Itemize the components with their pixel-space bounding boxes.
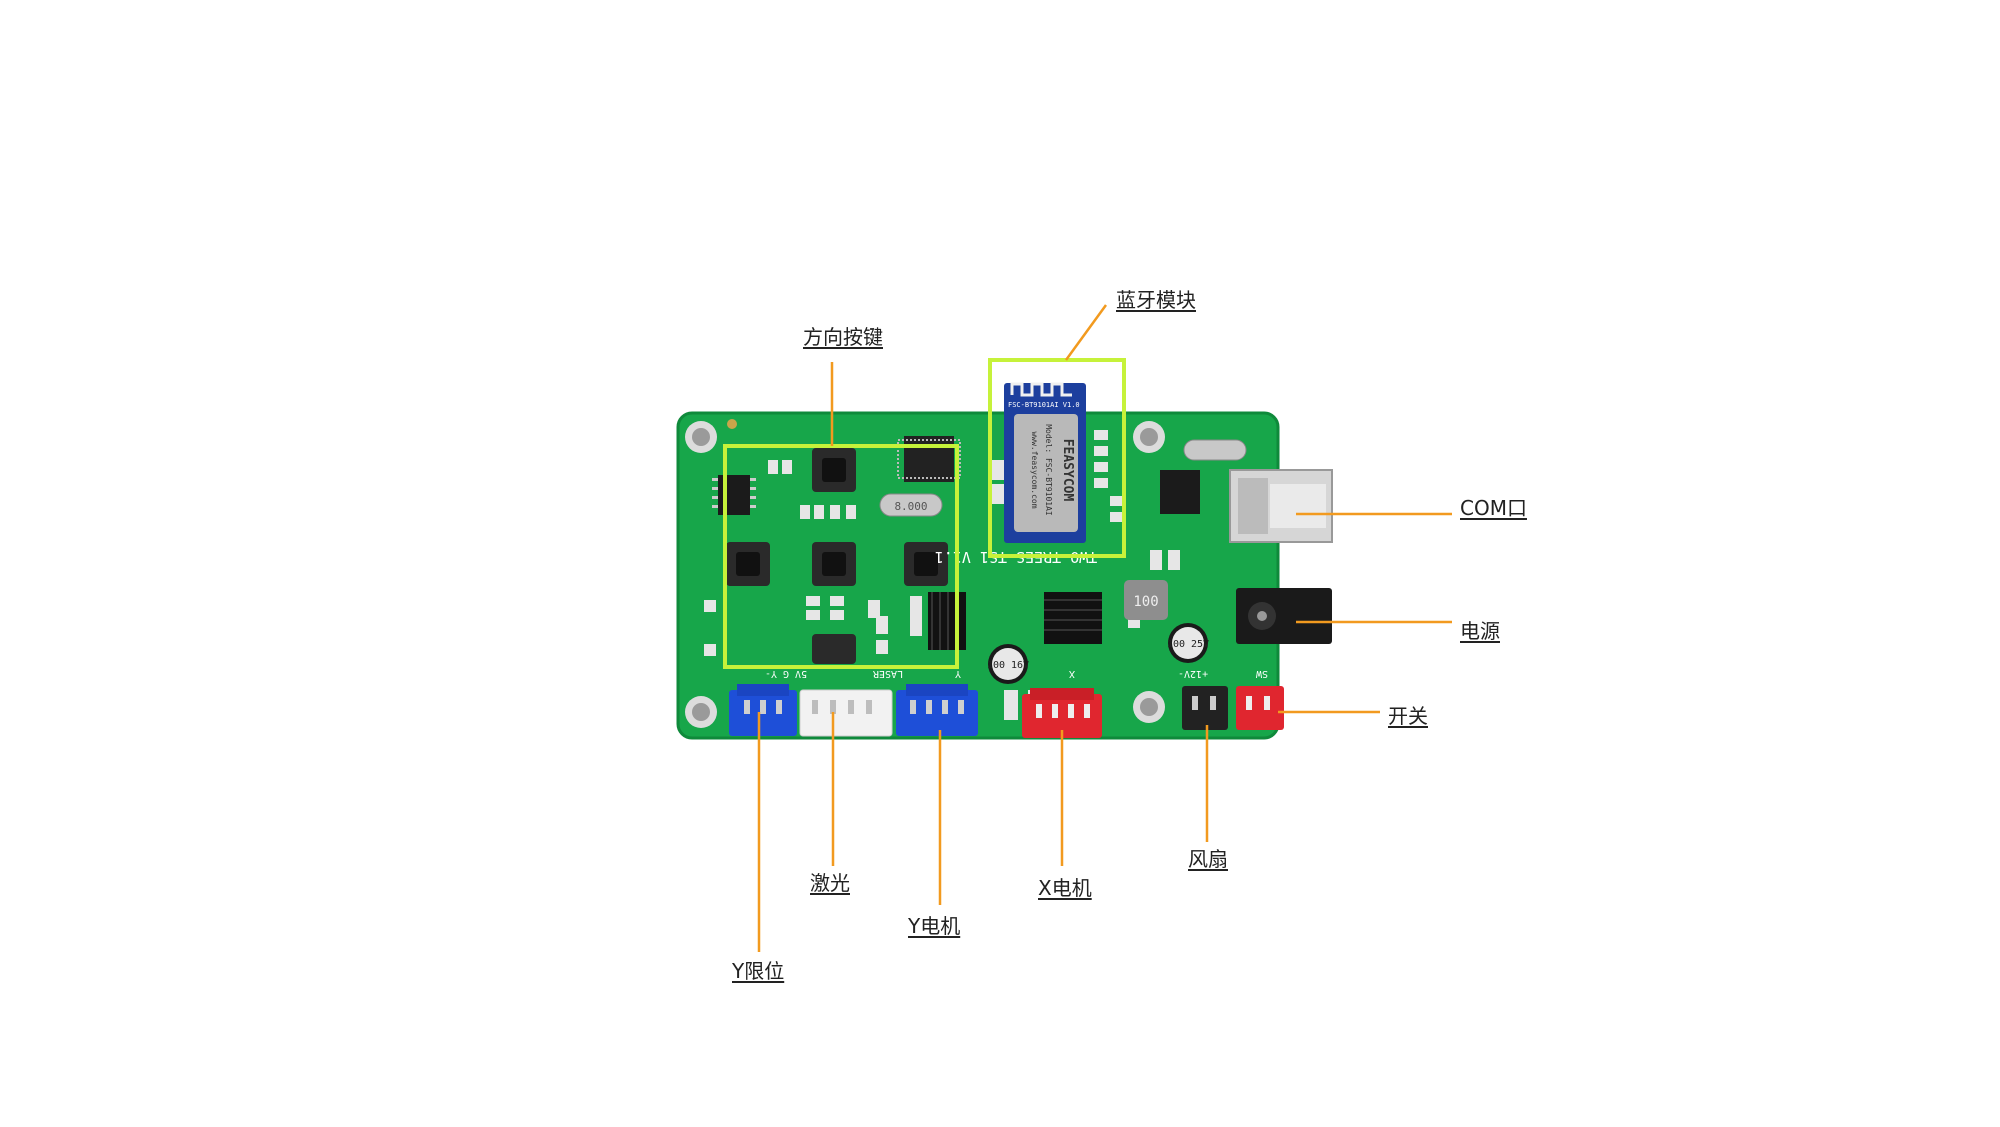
pin-label-x: X bbox=[1069, 668, 1075, 679]
right-chip bbox=[1160, 470, 1200, 514]
usb-com-port bbox=[1229, 469, 1333, 543]
pin-label-5vgy: 5V G Y- bbox=[765, 668, 807, 679]
left-chip bbox=[712, 475, 756, 515]
connector-laser bbox=[799, 689, 893, 737]
direction-buttons bbox=[726, 448, 948, 664]
pin-label-sw: SW bbox=[1255, 668, 1268, 679]
label-com-port: COM口 bbox=[1460, 496, 1527, 520]
mounting-holes bbox=[685, 419, 1165, 728]
inductor: 100 bbox=[1124, 580, 1168, 620]
connector-switch bbox=[1236, 686, 1284, 730]
connector-x-motor bbox=[1022, 688, 1102, 738]
pin-label-12v: +12V- bbox=[1178, 668, 1208, 679]
label-x-motor: X电机 bbox=[1038, 876, 1092, 900]
pin-label-y: Y bbox=[955, 668, 961, 679]
crystal: 8.000 bbox=[879, 493, 943, 517]
crystal-2 bbox=[1183, 439, 1247, 461]
highlight-box-bluetooth bbox=[988, 358, 1126, 558]
module-site: www.feasycom.com bbox=[1030, 431, 1039, 508]
highlight-box-direction bbox=[723, 444, 959, 669]
module-header: FSC-BT9101AI V1.0 bbox=[1008, 401, 1080, 409]
label-y-limit: Y限位 bbox=[732, 959, 785, 983]
electrolytic-caps: 100 16V 100 25V bbox=[987, 623, 1209, 684]
label-y-motor: Y电机 bbox=[908, 914, 961, 938]
inductor-text: 100 bbox=[1133, 594, 1158, 610]
connector-fan bbox=[1182, 686, 1228, 730]
bluetooth-module: FSC-BT9101AI V1.0 FEASYCOM Model: FSC-BT… bbox=[1004, 382, 1086, 543]
label-bluetooth: 蓝牙模块 bbox=[1116, 288, 1196, 312]
label-direction-keys: 方向按键 bbox=[803, 325, 883, 349]
label-switch: 开关 bbox=[1388, 704, 1428, 728]
pin-label-laser: LASER bbox=[872, 668, 903, 679]
leader-lines bbox=[757, 304, 1452, 952]
connector-y-limit bbox=[729, 684, 797, 736]
leader-bluetooth bbox=[1064, 304, 1108, 361]
module-brand: FEASYCOM bbox=[1060, 439, 1075, 502]
module-model: Model: FSC-BT9101AI bbox=[1044, 424, 1053, 516]
label-fan: 风扇 bbox=[1188, 847, 1228, 871]
cap1-text: 100 16V bbox=[987, 660, 1029, 671]
pcb-edge bbox=[676, 411, 1280, 740]
crystal-text: 8.000 bbox=[894, 500, 927, 513]
label-laser: 激光 bbox=[810, 871, 850, 895]
stepper-drivers bbox=[928, 592, 1102, 650]
label-power: 电源 bbox=[1460, 619, 1500, 643]
cap2-text: 100 25V bbox=[1167, 639, 1209, 650]
connector-y-motor bbox=[896, 684, 978, 736]
mcu-chip bbox=[897, 436, 961, 482]
dc-power-jack bbox=[1236, 588, 1332, 644]
